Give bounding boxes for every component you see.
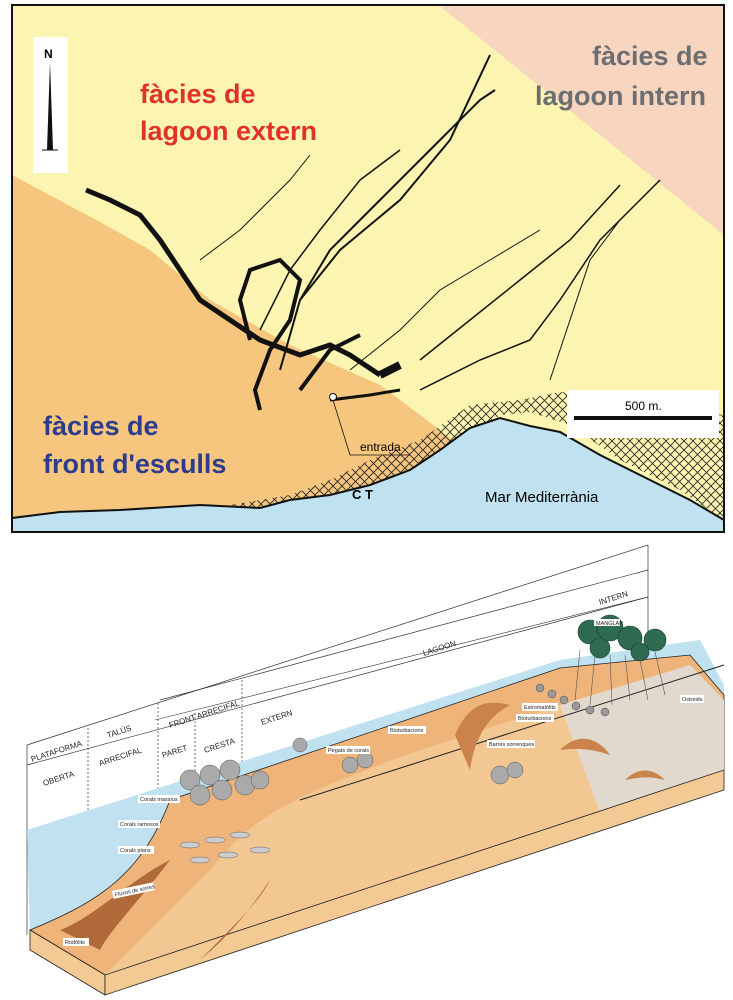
sea-label: Mar Mediterrània [485, 489, 599, 506]
lagoon-intern-zone [440, 6, 724, 235]
label-rodolits: Rodòlits [65, 940, 85, 946]
sand-bars [455, 702, 510, 770]
front-esculls-zone [12, 175, 520, 532]
header-intern: INTERN [598, 589, 629, 607]
label-corals-ramosos: Corals ramosos [120, 822, 159, 828]
scale-bar [574, 416, 712, 420]
header-lagoon: LAGOON [422, 639, 458, 658]
stromatolites [535, 683, 610, 717]
header-paret: PARET [161, 743, 189, 760]
header-lines [26, 544, 649, 935]
zone-label-front-1: fàcies de [43, 411, 159, 441]
zone-label-lagoon-intern-2: lagoon intern [535, 81, 706, 111]
north-arrow-icon [47, 62, 53, 150]
ct-label: C T [352, 487, 373, 502]
mangrove-roots [574, 649, 666, 706]
header-plataforma-1: PLATAFORMA [30, 739, 84, 764]
header-cresta: CRESTA [203, 736, 237, 755]
sea [11, 416, 725, 533]
label-pegats: Pegats de corals [328, 748, 369, 754]
scale-box [567, 390, 719, 438]
header-extern: EXTERN [260, 708, 294, 727]
scale-label: 500 m. [625, 399, 662, 413]
sand-flow [60, 860, 170, 950]
zone-label-lagoon-extern-2: lagoon extern [140, 116, 317, 146]
zone-label-lagoon-extern-1: fàcies de [140, 79, 256, 109]
label-corals-massius: Corals massius [140, 797, 178, 803]
north-label: N [44, 47, 53, 61]
label-ostreids: Ostreids [682, 697, 703, 703]
block-side-face [104, 769, 725, 996]
header-plataforma-2: OBERTA [42, 769, 76, 788]
label-corals-plans: Corals plans [120, 848, 151, 854]
lagoon-sediment [105, 665, 724, 975]
label-bioturbacions-1: Bioturbacions [390, 728, 424, 734]
label-barres: Barres sorrenques [489, 742, 534, 748]
entrance-label: entrada [360, 440, 401, 454]
label-estromatolits: Estromatòlits [524, 705, 556, 711]
zone-label-lagoon-intern-1: fàcies de [592, 41, 708, 71]
label-manglar: MANGLAR [596, 621, 623, 627]
reef-block-diagram: PLATAFORMA OBERTA TALÚS ARRECIFAL FRONT … [26, 544, 725, 996]
label-bioturbacions-2: Bioturbacions [518, 716, 552, 722]
block-labels: MANGLAR Ostreids Estromatòlits Bioturbac… [63, 619, 704, 946]
flat-corals [179, 831, 271, 864]
zone-label-front-2: front d'esculls [43, 449, 226, 479]
cave-map: N fàcies de lagoon extern fàcies de lago… [11, 4, 725, 533]
entrance-marker [329, 393, 337, 401]
cave-passages [85, 54, 661, 411]
header-talus-2: ARRECIFAL [98, 745, 144, 767]
massive-corals [179, 737, 524, 806]
